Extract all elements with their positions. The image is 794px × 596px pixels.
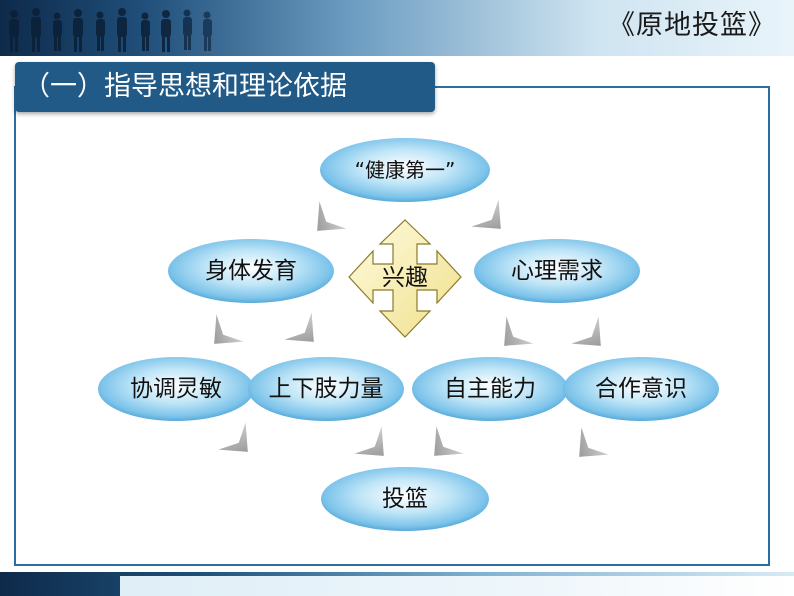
node-limb-strength: 上下肢力量	[248, 357, 404, 421]
footer-band	[0, 572, 794, 596]
arrow-mental-to-autonomy	[504, 316, 534, 346]
node-health-first: “健康第一”	[320, 138, 490, 202]
arrow-health-to-physical	[317, 201, 347, 231]
node-autonomy: 自主能力	[412, 357, 568, 421]
node-coordination-label: 协调灵敏	[130, 376, 222, 402]
silhouette-crowd-image	[9, 8, 212, 52]
node-mental-needs: 心理需求	[474, 239, 640, 303]
header-band	[0, 0, 794, 56]
section-label-text: （一）指导思想和理论依据	[23, 71, 347, 102]
node-shooting: 投篮	[321, 467, 489, 531]
node-coordination: 协调灵敏	[98, 357, 254, 421]
center-interest-label: 兴趣	[382, 265, 428, 291]
center-interest-star: 兴趣	[348, 219, 462, 338]
arrow-limb-to-shooting	[354, 426, 384, 456]
node-cooperation: 合作意识	[563, 357, 719, 421]
node-physical-development: 身体发育	[168, 239, 334, 303]
arrow-coordination-to-shooting	[218, 422, 248, 452]
arrow-mental-to-cooperation	[571, 316, 601, 346]
node-shooting-label: 投篮	[382, 486, 428, 512]
node-physical-development-label: 身体发育	[205, 258, 297, 284]
node-health-first-label: “健康第一”	[355, 158, 456, 182]
arrow-autonomy-to-shooting	[434, 426, 464, 456]
node-cooperation-label: 合作意识	[595, 376, 687, 402]
section-label-banner: （一）指导思想和理论依据	[15, 62, 435, 112]
deck-title: 《原地投篮》	[608, 10, 776, 41]
arrow-cooperation-to-shooting	[579, 427, 609, 457]
arrow-health-to-mental	[471, 199, 501, 229]
footer-band-light	[120, 576, 794, 596]
node-limb-strength-label: 上下肢力量	[269, 376, 384, 402]
arrow-physical-to-limb	[284, 312, 314, 342]
arrow-physical-to-coordination	[214, 314, 244, 344]
node-autonomy-label: 自主能力	[444, 376, 536, 402]
node-mental-needs-label: 心理需求	[511, 258, 603, 284]
